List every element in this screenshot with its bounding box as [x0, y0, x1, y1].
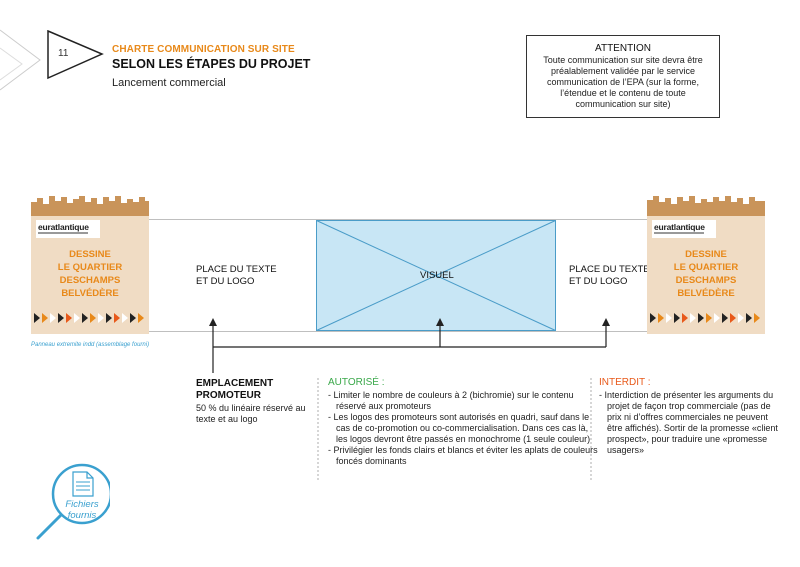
files-label-line1: Fichiers: [65, 499, 99, 510]
place-text-line1: PLACE DU TEXTE: [569, 264, 650, 275]
panel-body: euratlantique DESSINE LE QUARTIER DESCHA…: [31, 216, 149, 334]
slogan-line: BELVÉDÈRE: [677, 288, 735, 299]
panel-caption: Panneau extremite indd (assemblage fourn…: [31, 342, 150, 348]
page-number: 11: [58, 48, 69, 59]
corner-decoration: [0, 29, 41, 91]
promoteur-title: EMPLACEMENT PROMOTEUR: [196, 378, 274, 401]
fence-top: [647, 196, 765, 220]
panel-body: euratlantique DESSINE LE QUARTIER DESCHA…: [647, 216, 765, 334]
slogan-line: DESCHAMPS: [675, 275, 737, 286]
authorized-section: AUTORISÉ : Limiter le nombre de couleurs…: [328, 377, 598, 467]
triangle-marker-icon: [47, 30, 104, 80]
page-subtitle: Lancement commercial: [112, 77, 226, 89]
forbidden-heading: INTERDIT :: [599, 377, 651, 388]
slogan-line: LE QUARTIER: [673, 262, 739, 273]
slogan-line: DESSINE: [685, 249, 727, 260]
attention-box: ATTENTION Toute communication sur site d…: [526, 35, 720, 118]
list-item: Interdiction de présenter les arguments …: [599, 390, 779, 456]
slogan-line: DESSINE: [69, 249, 111, 260]
visual-placeholder: [316, 220, 556, 331]
files-provided-label: Fichiers fournis: [60, 499, 104, 521]
magnifier-icon: [36, 463, 110, 540]
hoarding-band: [149, 219, 647, 332]
panel-slogan: DESSINE LE QUARTIER DESCHAMPS BELVÉDÈRE: [31, 248, 149, 300]
logo-text: euratlantique: [654, 222, 705, 232]
slogan-line: LE QUARTIER: [57, 262, 123, 273]
euratlantique-logo: euratlantique: [36, 220, 100, 238]
list-item: Les logos des promoteurs sont autorisés …: [328, 412, 598, 445]
files-label-line2: fournis: [67, 510, 97, 521]
list-item: Limiter le nombre de couleurs à 2 (bichr…: [328, 390, 598, 412]
attention-text: Toute communication sur site devra être …: [543, 55, 703, 109]
fence-top: [31, 196, 149, 220]
visual-label: VISUEL: [420, 270, 454, 281]
end-panel-right: euratlantique DESSINE LE QUARTIER DESCHA…: [647, 196, 765, 334]
place-text-line2: ET DU LOGO: [569, 276, 628, 287]
place-text-right: PLACE DU TEXTE ET DU LOGO: [569, 264, 650, 288]
attention-heading: ATTENTION: [595, 43, 651, 54]
logo-text: euratlantique: [38, 222, 89, 232]
section-kicker: CHARTE COMMUNICATION SUR SITE: [112, 44, 295, 55]
euratlantique-logo: euratlantique: [652, 220, 716, 238]
triangle-pattern: [650, 313, 760, 323]
end-panel-left: euratlantique DESSINE LE QUARTIER DESCHA…: [31, 196, 149, 334]
logo-tagline: [654, 232, 704, 234]
logo-tagline: [38, 232, 88, 234]
promoteur-text: 50 % du linéaire réservé au texte et au …: [196, 403, 306, 424]
authorized-heading: AUTORISÉ :: [328, 377, 385, 388]
place-text-line2: ET DU LOGO: [196, 276, 255, 287]
panel-slogan: DESSINE LE QUARTIER DESCHAMPS BELVÉDÈRE: [647, 248, 765, 300]
place-text-line1: PLACE DU TEXTE: [196, 264, 277, 275]
forbidden-section: INTERDIT : Interdiction de présenter les…: [599, 377, 779, 456]
list-item: Privilégier les fonds clairs et blancs e…: [328, 445, 598, 467]
place-text-left: PLACE DU TEXTE ET DU LOGO: [196, 264, 277, 288]
slogan-line: DESCHAMPS: [59, 275, 121, 286]
slogan-line: BELVÉDÈRE: [61, 288, 119, 299]
document-icon: [72, 471, 94, 497]
triangle-pattern: [34, 313, 144, 323]
page-title: SELON LES ÉTAPES DU PROJET: [112, 57, 311, 71]
